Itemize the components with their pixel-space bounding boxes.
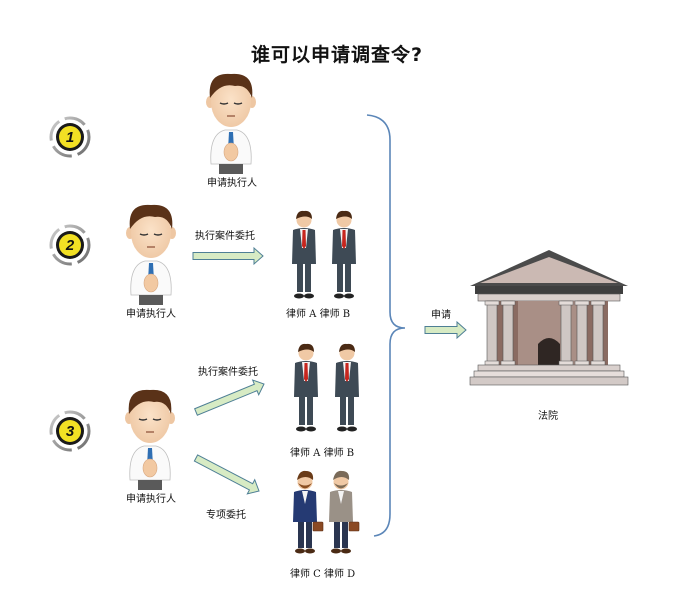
applicant-label-2: 申请执行人 xyxy=(126,309,176,320)
applicant-person-icon xyxy=(206,73,256,174)
svg-text:3: 3 xyxy=(66,423,75,440)
svg-text:1: 1 xyxy=(66,129,74,146)
number-badge-icon: 3 xyxy=(49,410,91,452)
flow-arrow xyxy=(193,454,260,495)
flow-arrow xyxy=(194,379,265,416)
lawyer-person-icon xyxy=(332,210,356,299)
lawyer-person-icon xyxy=(335,343,359,432)
lawyers-label-2: 律师 A 律师 B xyxy=(286,309,351,320)
diagram-title: 谁可以申请调查令? xyxy=(250,44,424,66)
court-label: 法院 xyxy=(538,411,558,422)
svg-text:2: 2 xyxy=(65,237,75,254)
number-badge-icon: 1 xyxy=(49,116,91,158)
lawyers-label-3: 律师 A 律师 B xyxy=(290,448,355,459)
court-building-icon xyxy=(469,250,629,386)
delegation-label-3: 执行案件委托 xyxy=(198,367,258,378)
delegation-label-2: 执行案件委托 xyxy=(195,231,255,242)
lawyers-label-4: 律师 C 律师 D xyxy=(290,569,356,580)
number-badge-icon: 2 xyxy=(49,224,91,266)
lawyer-person-icon xyxy=(294,343,318,432)
flow-arrow xyxy=(424,320,467,340)
special-delegation-label: 专项委托 xyxy=(206,510,246,521)
apply-label: 申请 xyxy=(431,310,451,321)
lawyer-person-icon xyxy=(292,210,316,299)
grouping-brace xyxy=(366,114,406,537)
lawyer-briefcase-icon xyxy=(329,470,360,554)
applicant-person-icon xyxy=(126,204,176,305)
applicant-person-icon xyxy=(125,389,175,490)
lawyer-briefcase-icon xyxy=(293,470,324,554)
applicant-label-3: 申请执行人 xyxy=(126,494,176,505)
flow-arrow xyxy=(192,246,264,266)
applicant-label-1: 申请执行人 xyxy=(207,178,257,189)
